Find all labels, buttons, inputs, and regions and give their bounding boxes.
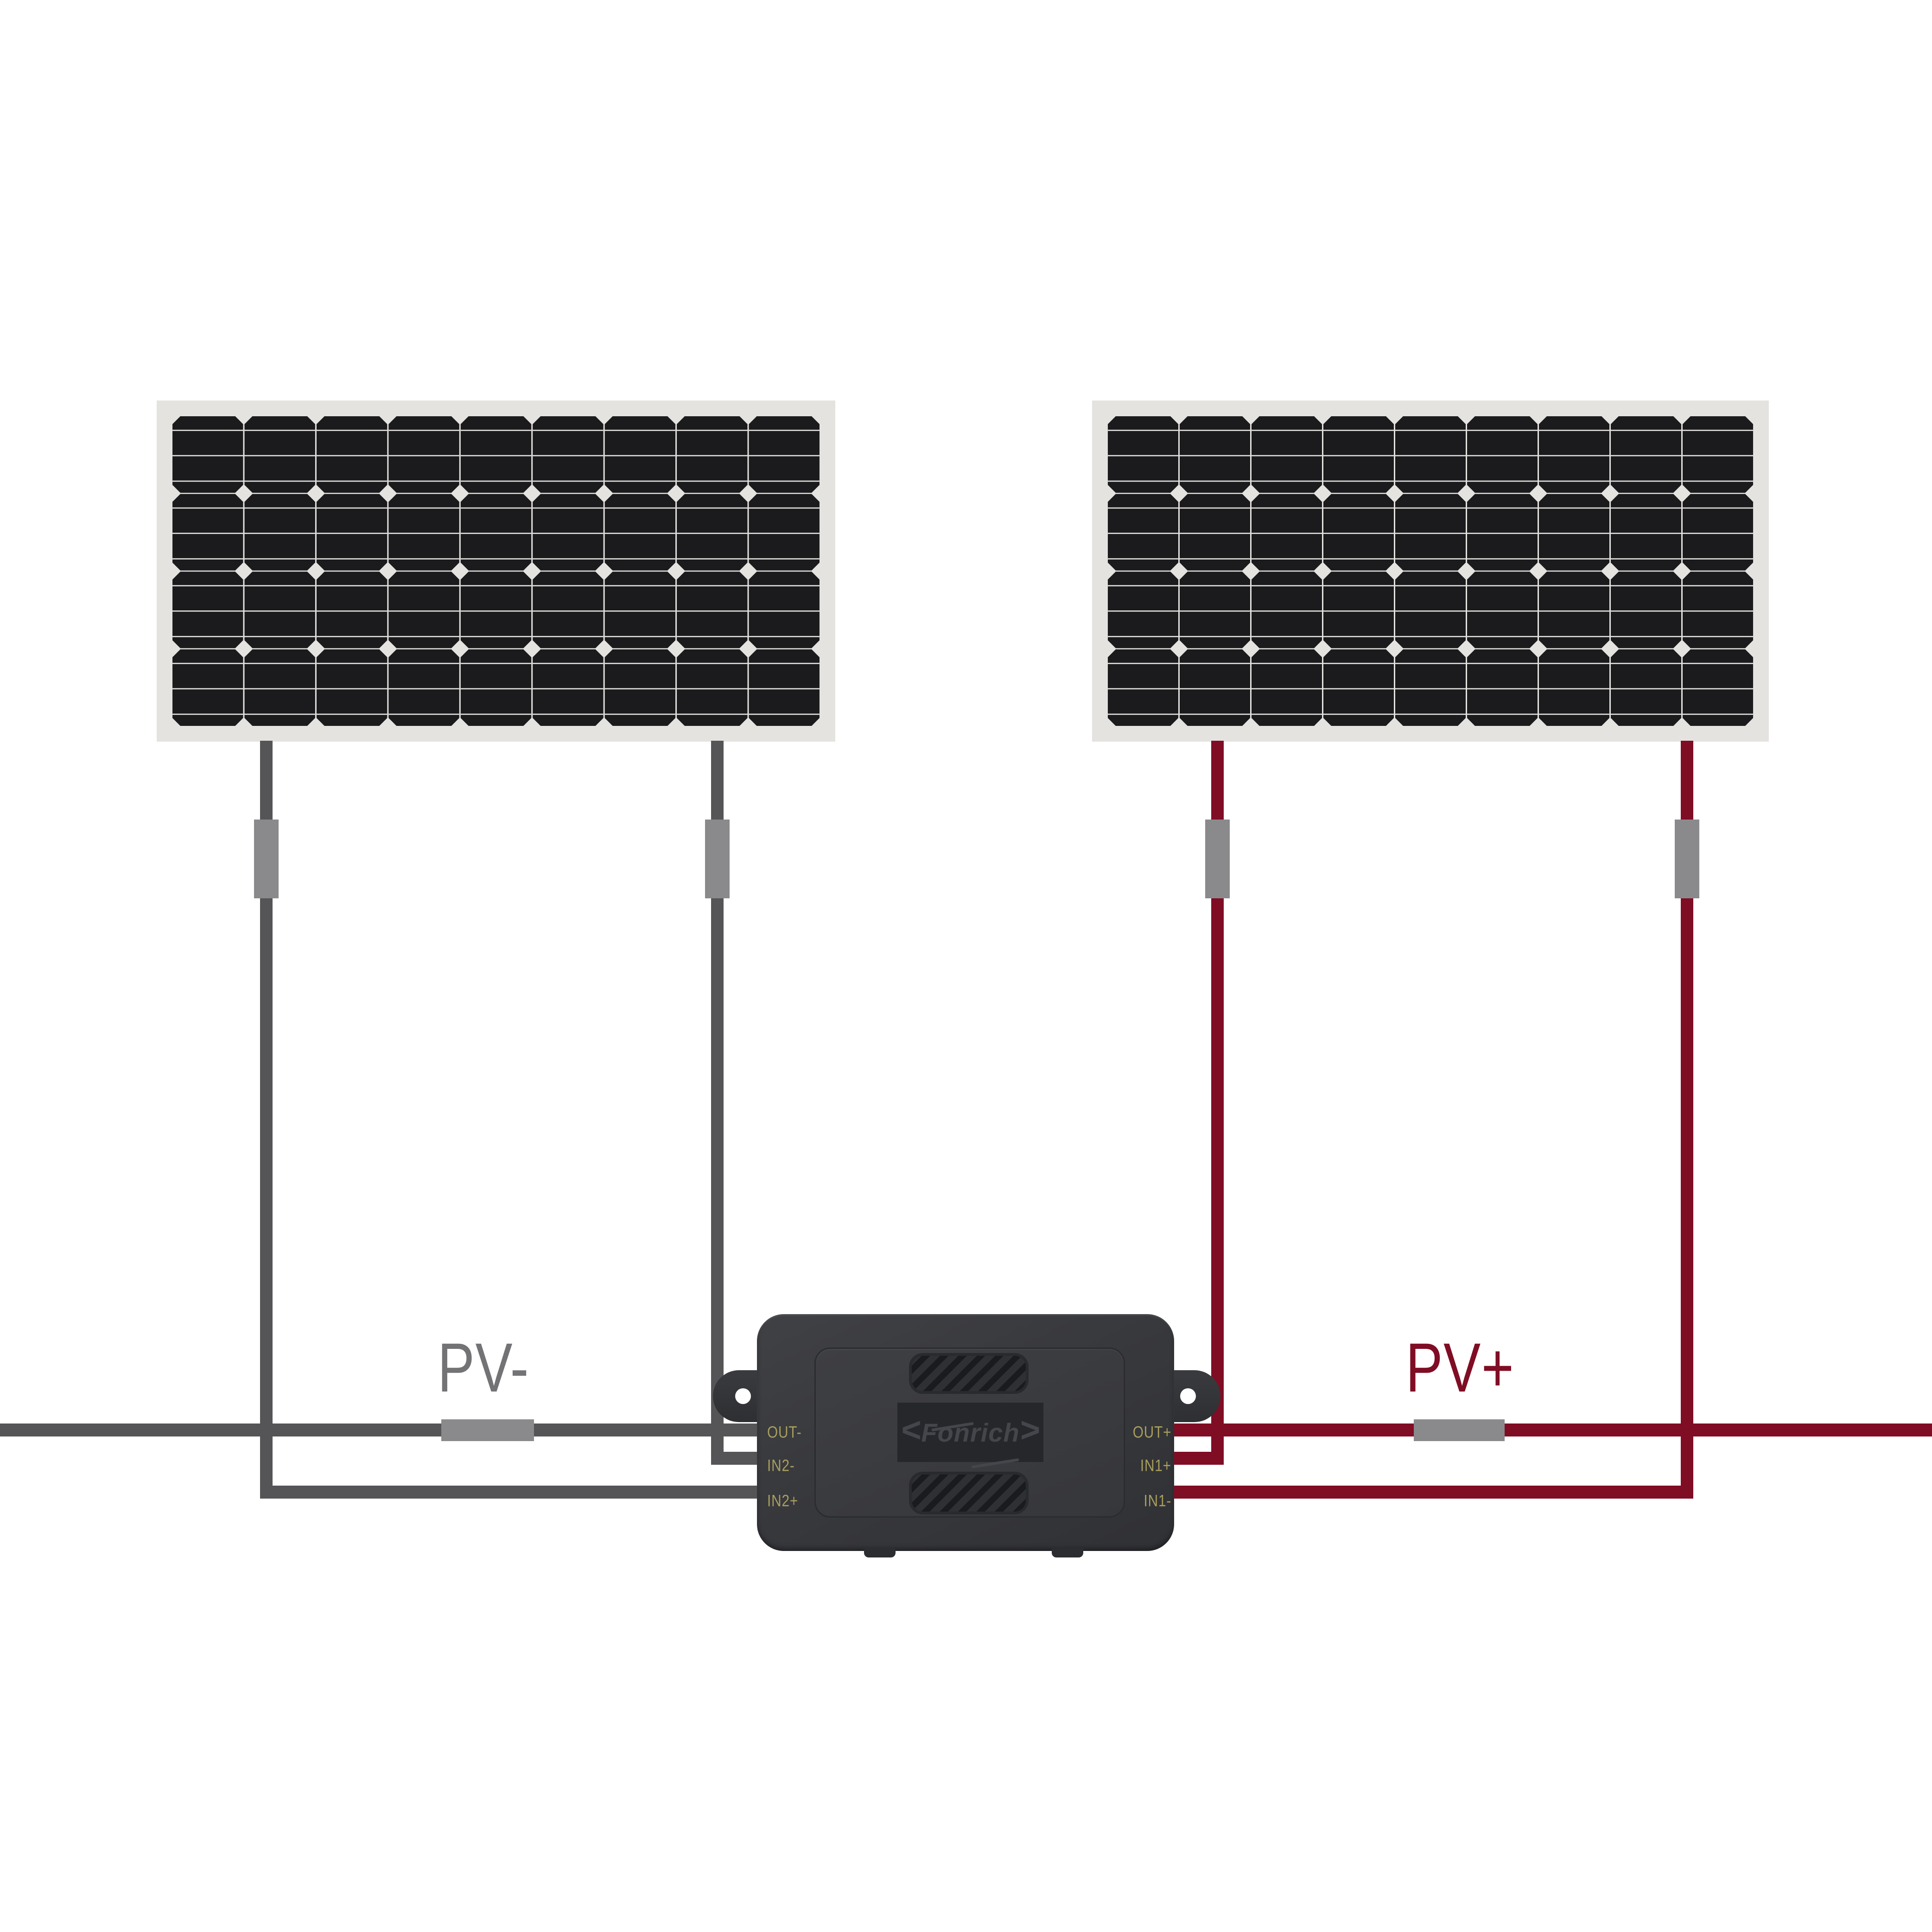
pv-positive-label: PV+ xyxy=(1405,1328,1515,1406)
brand-text: Fonrich xyxy=(921,1417,1020,1447)
wire-in1-minus-run xyxy=(1171,1486,1693,1499)
terminal-label-in1-plus: IN1+ xyxy=(1140,1456,1171,1475)
wire-out-negative-run xyxy=(0,1424,760,1436)
pv-negative-label: PV- xyxy=(437,1328,530,1406)
inline-connector xyxy=(254,820,279,898)
inline-connector xyxy=(1205,820,1230,898)
terminal-label-out-plus: OUT+ xyxy=(1132,1423,1171,1442)
shutdown-device: < Fonrich > OUT- IN2- IN2+ OUT+ IN1+ IN1… xyxy=(757,1314,1174,1557)
terminal-label-in2-minus: IN2- xyxy=(767,1456,795,1475)
inline-connector xyxy=(1675,820,1699,898)
wire-in2-plus-run xyxy=(260,1486,760,1499)
logo-right-bracket-icon: > xyxy=(1019,1411,1040,1449)
mounting-hole-icon xyxy=(735,1388,751,1404)
device-foot-left xyxy=(864,1548,896,1557)
device-foot-right xyxy=(1052,1548,1083,1557)
terminal-label-in1-minus: IN1- xyxy=(1144,1492,1171,1510)
logo-left-bracket-icon: < xyxy=(901,1411,922,1449)
solar-panel-left xyxy=(157,400,835,742)
brand-logo: < Fonrich > xyxy=(901,1411,1040,1469)
wire-in1-plus-stub xyxy=(1171,1452,1224,1465)
inline-connector xyxy=(705,820,730,898)
wire-out-positive-run xyxy=(1171,1424,1932,1436)
terminal-label-in2-plus: IN2+ xyxy=(767,1492,799,1510)
terminal-label-out-minus: OUT- xyxy=(767,1423,802,1442)
wire-in2-minus-stub xyxy=(711,1452,760,1465)
solar-panel-right xyxy=(1092,400,1769,742)
inline-connector xyxy=(1414,1419,1505,1441)
mounting-hole-icon xyxy=(1180,1388,1196,1404)
device-mounting-ear-right xyxy=(1167,1370,1220,1422)
brand-plate: < Fonrich > xyxy=(897,1403,1043,1469)
grip-pad-bottom xyxy=(909,1472,1029,1514)
grip-pad-top xyxy=(909,1353,1029,1394)
inline-connector xyxy=(441,1419,534,1441)
